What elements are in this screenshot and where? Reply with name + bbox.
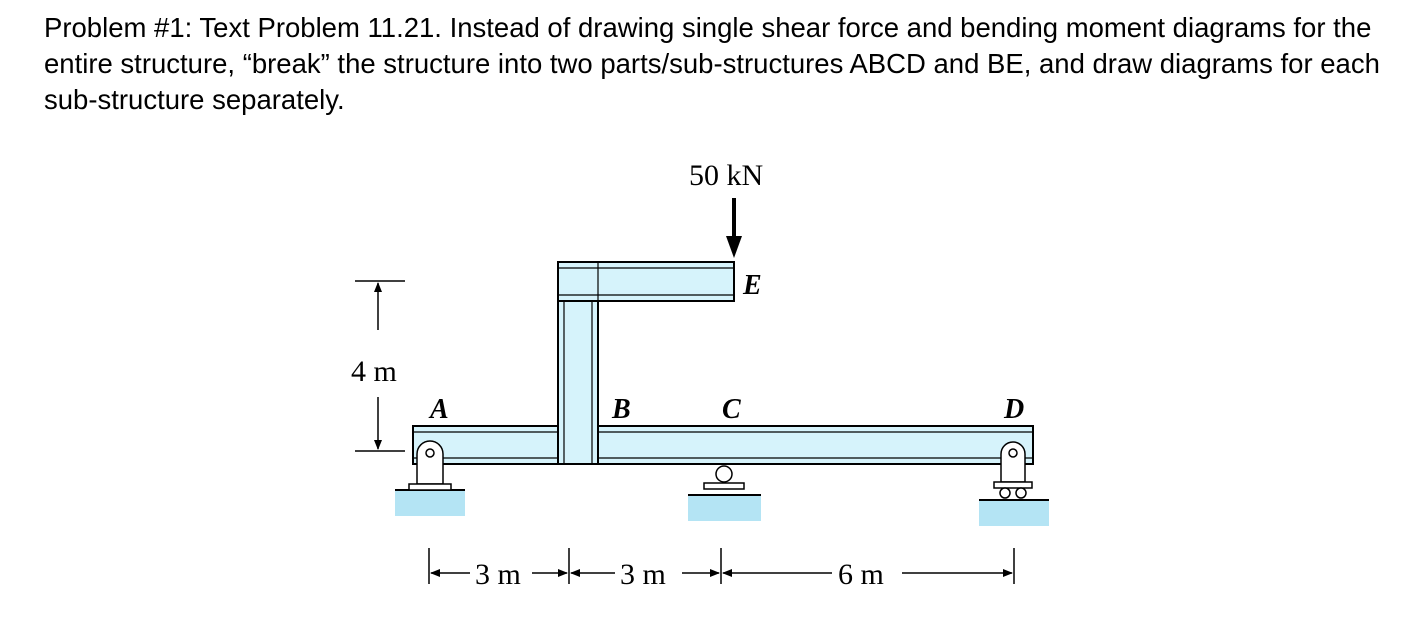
pin-support-a: [408, 440, 452, 491]
member-be-horizontal: [557, 261, 735, 302]
ground-a: [395, 490, 465, 516]
label-a: A: [428, 394, 449, 425]
roller-support-c: [703, 465, 745, 490]
load-arrow-icon: [726, 198, 742, 258]
span-ab-label: 3 m: [475, 558, 521, 591]
height-dimension: [355, 280, 405, 452]
height-label: 4 m: [351, 355, 397, 388]
roller-pin-support-d: [993, 441, 1033, 499]
label-e: E: [742, 270, 762, 301]
ground-d: [979, 500, 1049, 526]
beam-abcd: [412, 425, 1034, 465]
problem-statement: Problem #1: Text Problem 11.21. Instead …: [44, 12, 1380, 115]
label-d: D: [1003, 394, 1024, 425]
label-c: C: [722, 394, 741, 425]
load-label: 50 kN: [689, 159, 763, 192]
span-dimensions: [428, 548, 1015, 584]
span-bc-label: 3 m: [620, 558, 666, 591]
ground-c: [688, 495, 761, 521]
span-cd-label: 6 m: [838, 558, 884, 591]
label-b: B: [611, 394, 631, 425]
